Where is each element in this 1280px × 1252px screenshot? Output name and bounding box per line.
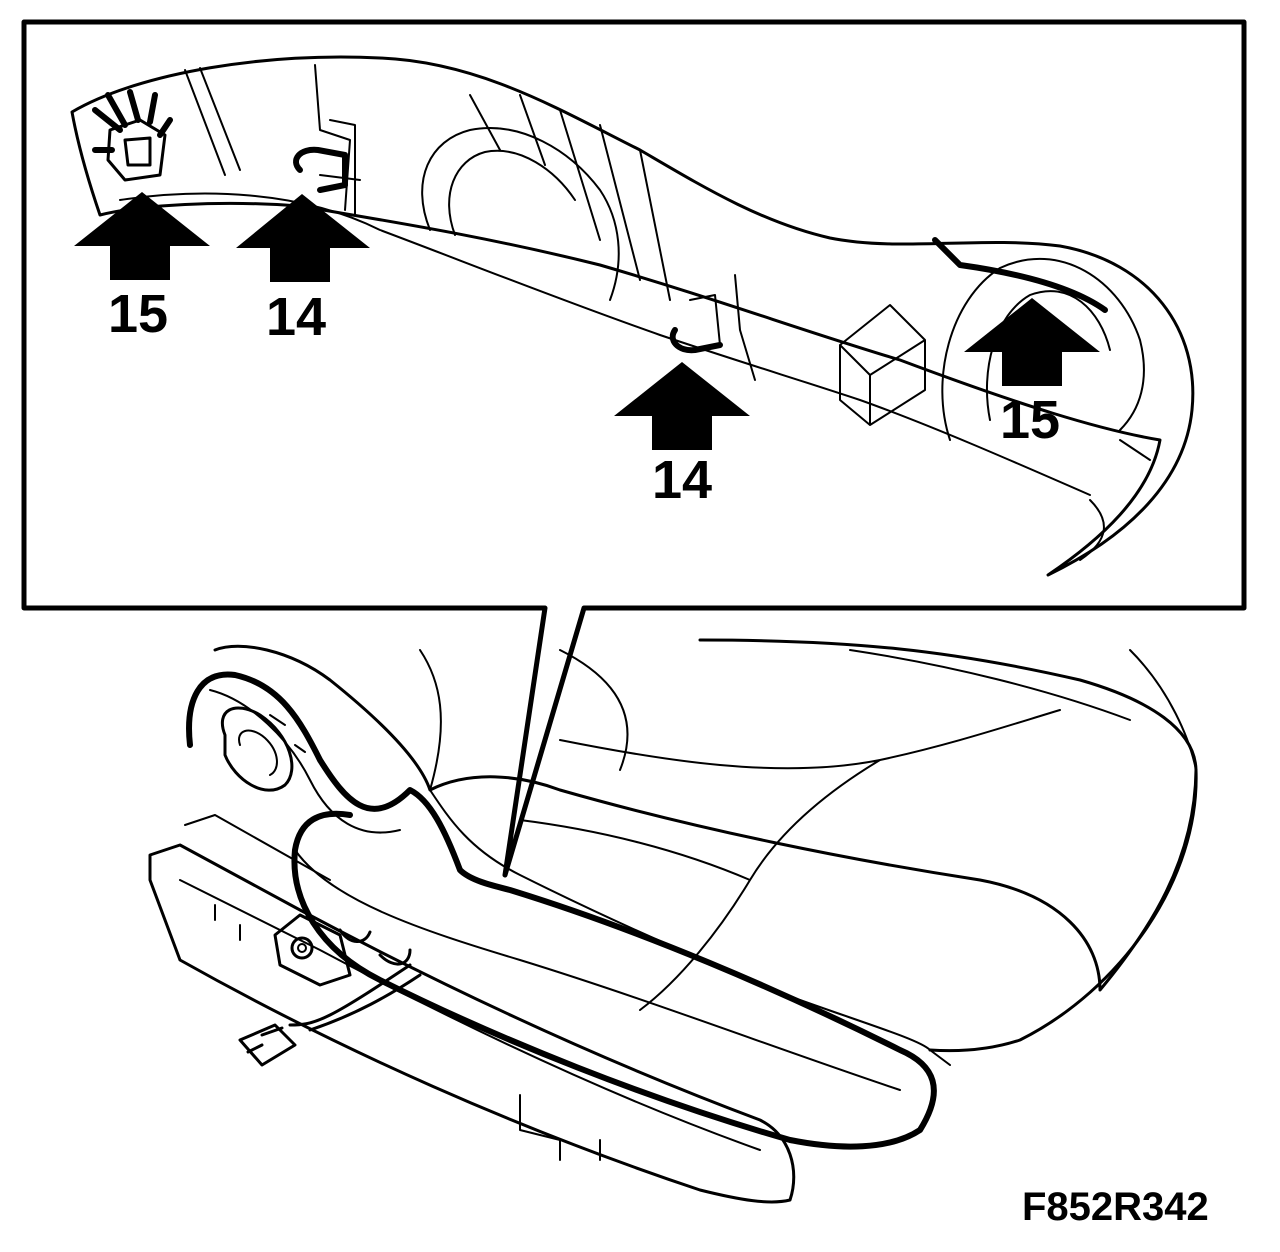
wiring-harness — [238, 963, 422, 1067]
side-trim-inner-line — [294, 849, 901, 1091]
trim-recess-arc-left-inner — [448, 149, 576, 236]
callout-label-2: 14 — [266, 287, 326, 347]
seat-rail-outline — [148, 843, 796, 1204]
figure-reference-id: F852R342 — [1022, 1185, 1209, 1229]
seat-cushion — [213, 638, 1198, 1053]
retaining-clip-15-right — [932, 237, 1108, 313]
trim-lower-lip — [1079, 439, 1151, 561]
callout-arrow-2 — [236, 194, 370, 282]
callout-label-4: 15 — [1000, 390, 1060, 450]
trim-recess-arc-left — [421, 127, 620, 301]
side-trim-installed — [186, 671, 951, 1150]
side-trim-upper-line — [209, 689, 401, 834]
seat-top-seam — [519, 649, 1197, 1011]
rail-mount-bolt — [273, 913, 412, 987]
callout-arrow-4 — [964, 298, 1100, 386]
callout-arrow-1 — [74, 192, 210, 280]
seat-rail — [148, 814, 796, 1204]
trim-panel-outline — [70, 55, 1195, 577]
trim-bracket — [839, 304, 926, 426]
electrical-connector — [238, 1023, 297, 1067]
callout-arrow-3 — [614, 362, 750, 450]
side-trim-outline — [186, 671, 937, 1150]
trim-recess-arc-right-inner — [986, 290, 1111, 421]
side-trim-tabs — [269, 714, 951, 1066]
detail-inset: 15 14 14 15 — [21, 19, 1247, 878]
seat-cushion-outline — [213, 638, 1198, 992]
seat-rail-inner — [179, 814, 761, 1161]
seatback-lower — [419, 649, 629, 791]
retaining-clip-14-left — [293, 119, 361, 216]
trim-recess-arc-right — [941, 257, 1145, 441]
inset-frame — [21, 19, 1247, 878]
recline-knob-recess — [221, 706, 294, 792]
retaining-clip-15-left — [92, 89, 173, 182]
callout-label-1: 15 — [108, 284, 168, 344]
retaining-clip-14-center — [669, 274, 756, 381]
seat-front-edge — [928, 768, 1198, 1053]
trim-ribs — [469, 94, 671, 301]
harness-wire — [288, 963, 422, 1032]
callout-label-3: 14 — [652, 450, 712, 510]
